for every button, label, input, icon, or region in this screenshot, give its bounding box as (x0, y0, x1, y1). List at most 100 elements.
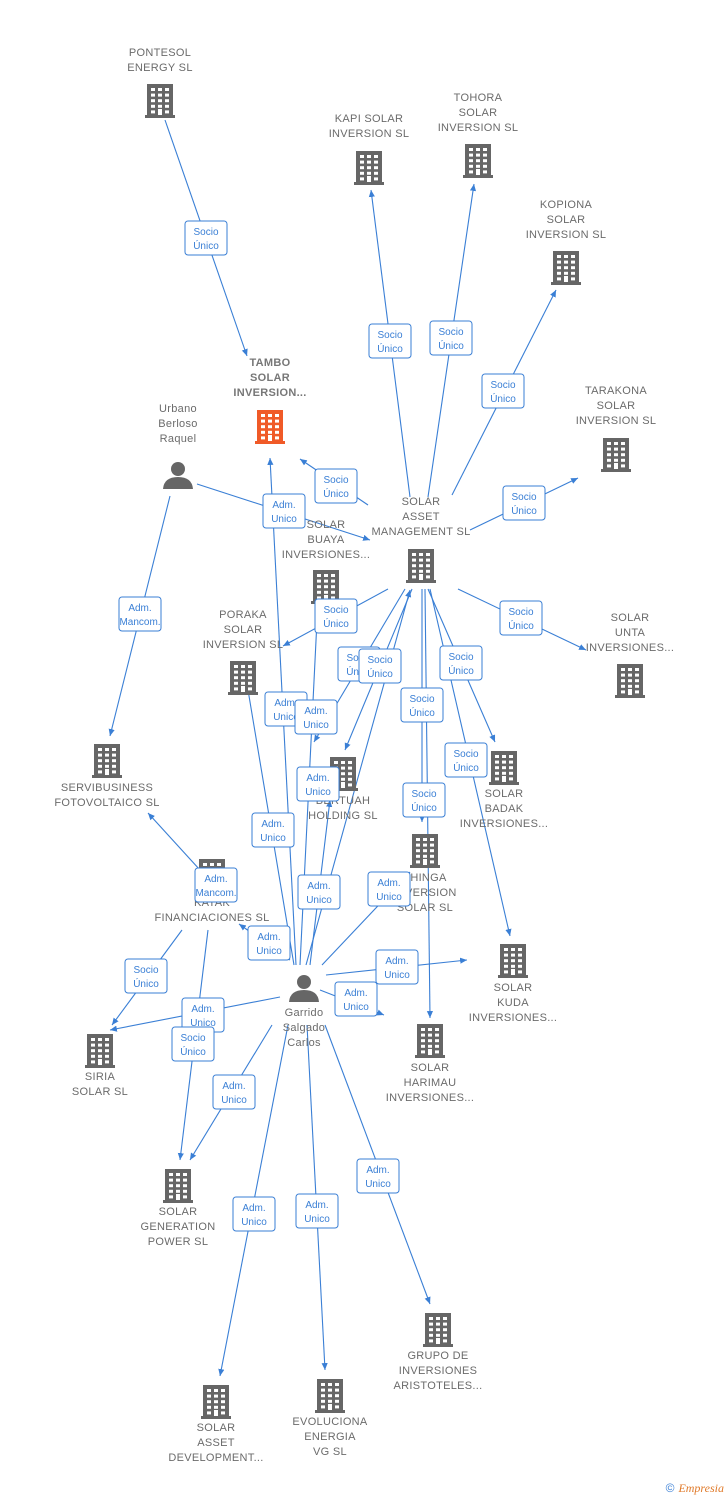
node-label-line: EVOLUCIONA (292, 1416, 367, 1428)
node-label-line: ARISTOTELES... (394, 1380, 483, 1392)
node-label-unta[interactable]: SOLARUNTAINVERSIONES... (586, 612, 675, 654)
edge-label-garrido-to-katak[interactable]: Adm.Unico (247, 925, 291, 961)
building-icon-badak[interactable] (489, 751, 519, 785)
edge-label-garrido-to-aristoteles[interactable]: Adm.Unico (356, 1158, 400, 1194)
edge-label-garrido-to-poraka[interactable]: Adm.Unico (251, 812, 295, 848)
node-label-line: SERVIBUSINESS (61, 782, 153, 794)
edge-label-katak-to-servibusiness[interactable]: Adm.Mancom. (194, 867, 238, 903)
edge-label-garrido-to-development[interactable]: Adm.Unico (232, 1196, 276, 1232)
building-icon-generation[interactable] (163, 1169, 193, 1203)
node-label-line: SOLAR (411, 1062, 450, 1074)
person-icon-urbano[interactable] (163, 462, 193, 489)
node-label-line: KAPI SOLAR (335, 113, 403, 125)
edge-label-urbano-to-asset_mgmt[interactable]: Adm.Unico (262, 493, 306, 529)
node-label-buaya[interactable]: SOLARBUAYAINVERSIONES... (282, 519, 371, 561)
node-label-line: DEVELOPMENT... (168, 1452, 263, 1464)
node-label-line: PONTESOL (129, 47, 191, 59)
node-label-aristoteles[interactable]: GRUPO DEINVERSIONESARISTOTELES... (394, 1350, 483, 1392)
edge-label-line: Único (133, 977, 159, 990)
building-icon-development[interactable] (201, 1385, 231, 1419)
edge-label-garrido-to-siria[interactable]: Adm.Unico (181, 997, 225, 1033)
building-icon-tarakona[interactable] (601, 438, 631, 472)
edge-label-garrido-to-kuda[interactable]: Adm.Unico (375, 949, 419, 985)
edge-label-garrido-to-harimau[interactable]: Adm.Unico (334, 981, 378, 1017)
edge-label-line: Adm. (304, 706, 327, 717)
building-icon-harimau[interactable] (415, 1024, 445, 1058)
edge-label-garrido-to-asset_mgmt[interactable]: Adm.Unico (296, 766, 340, 802)
node-label-line: GENERATION (141, 1221, 216, 1233)
building-icon-aristoteles[interactable] (423, 1313, 453, 1347)
node-label-harimau[interactable]: SOLARHARIMAUINVERSIONES... (386, 1062, 475, 1104)
edge-label-garrido-to-buaya[interactable]: Adm.Unico (294, 699, 338, 735)
node-label-line: ENERGY SL (127, 62, 192, 74)
building-icon-tambo[interactable] (255, 410, 285, 444)
edge-label-line: Único (508, 619, 534, 632)
building-icon-servibusiness[interactable] (92, 744, 122, 778)
building-icon-evoluciona[interactable] (315, 1379, 345, 1413)
building-icon-pontesol[interactable] (145, 84, 175, 118)
building-icon-kuda[interactable] (498, 944, 528, 978)
node-label-line: VG SL (313, 1446, 347, 1458)
edge-label-line: Único (448, 664, 474, 677)
person-icon-garrido[interactable] (289, 975, 319, 1002)
building-icon-asset_mgmt[interactable] (406, 549, 436, 583)
edge-label-line: Único (453, 761, 479, 774)
building-icon-unta[interactable] (615, 664, 645, 698)
footer-brand[interactable]: ©Empresia (666, 1481, 724, 1496)
building-icon-kopiona[interactable] (551, 251, 581, 285)
edge-label-garrido-to-bertuah[interactable]: Adm.Unico (297, 874, 341, 910)
edge-label-garrido-to-thinga[interactable]: Adm.Unico (367, 871, 411, 907)
node-label-development[interactable]: SOLARASSETDEVELOPMENT... (168, 1422, 263, 1464)
edge-label-line: Socio (453, 749, 478, 760)
edge-label-line: Unico (260, 833, 286, 844)
edge-label-line: Adm. (272, 500, 295, 511)
edge-label-line: Unico (221, 1095, 247, 1106)
edge-label-line: Socio (323, 475, 348, 486)
building-icon-thinga[interactable] (410, 834, 440, 868)
node-label-badak[interactable]: SOLARBADAKINVERSIONES... (460, 788, 549, 830)
node-label-pontesol[interactable]: PONTESOL ENERGY SL (127, 47, 192, 74)
building-icon-poraka[interactable] (228, 661, 258, 695)
edge-labels-layer: SocioÚnicoSocioÚnicoSocioÚnicoSocioÚnico… (118, 220, 546, 1232)
edge-label-line: Adm. (274, 698, 297, 709)
node-label-kuda[interactable]: SOLARKUDAINVERSIONES... (469, 982, 558, 1024)
edge-label-line: Único (323, 617, 349, 630)
edge-label-garrido-to-generation[interactable]: Adm.Unico (212, 1074, 256, 1110)
building-icon-siria[interactable] (85, 1034, 115, 1068)
edge-label-garrido-to-evoluciona[interactable]: Adm.Unico (295, 1193, 339, 1229)
node-label-tambo[interactable]: TAMBOSOLARINVERSION... (233, 357, 306, 399)
edge-label-line: Socio (377, 330, 402, 341)
building-icon-tohora[interactable] (463, 144, 493, 178)
edge-label-urbano-to-servibusiness[interactable]: Adm.Mancom. (118, 596, 162, 632)
node-label-line: THINGA (403, 872, 447, 884)
node-label-line: Carlos (287, 1037, 321, 1049)
building-icon-kapi[interactable] (354, 151, 384, 185)
